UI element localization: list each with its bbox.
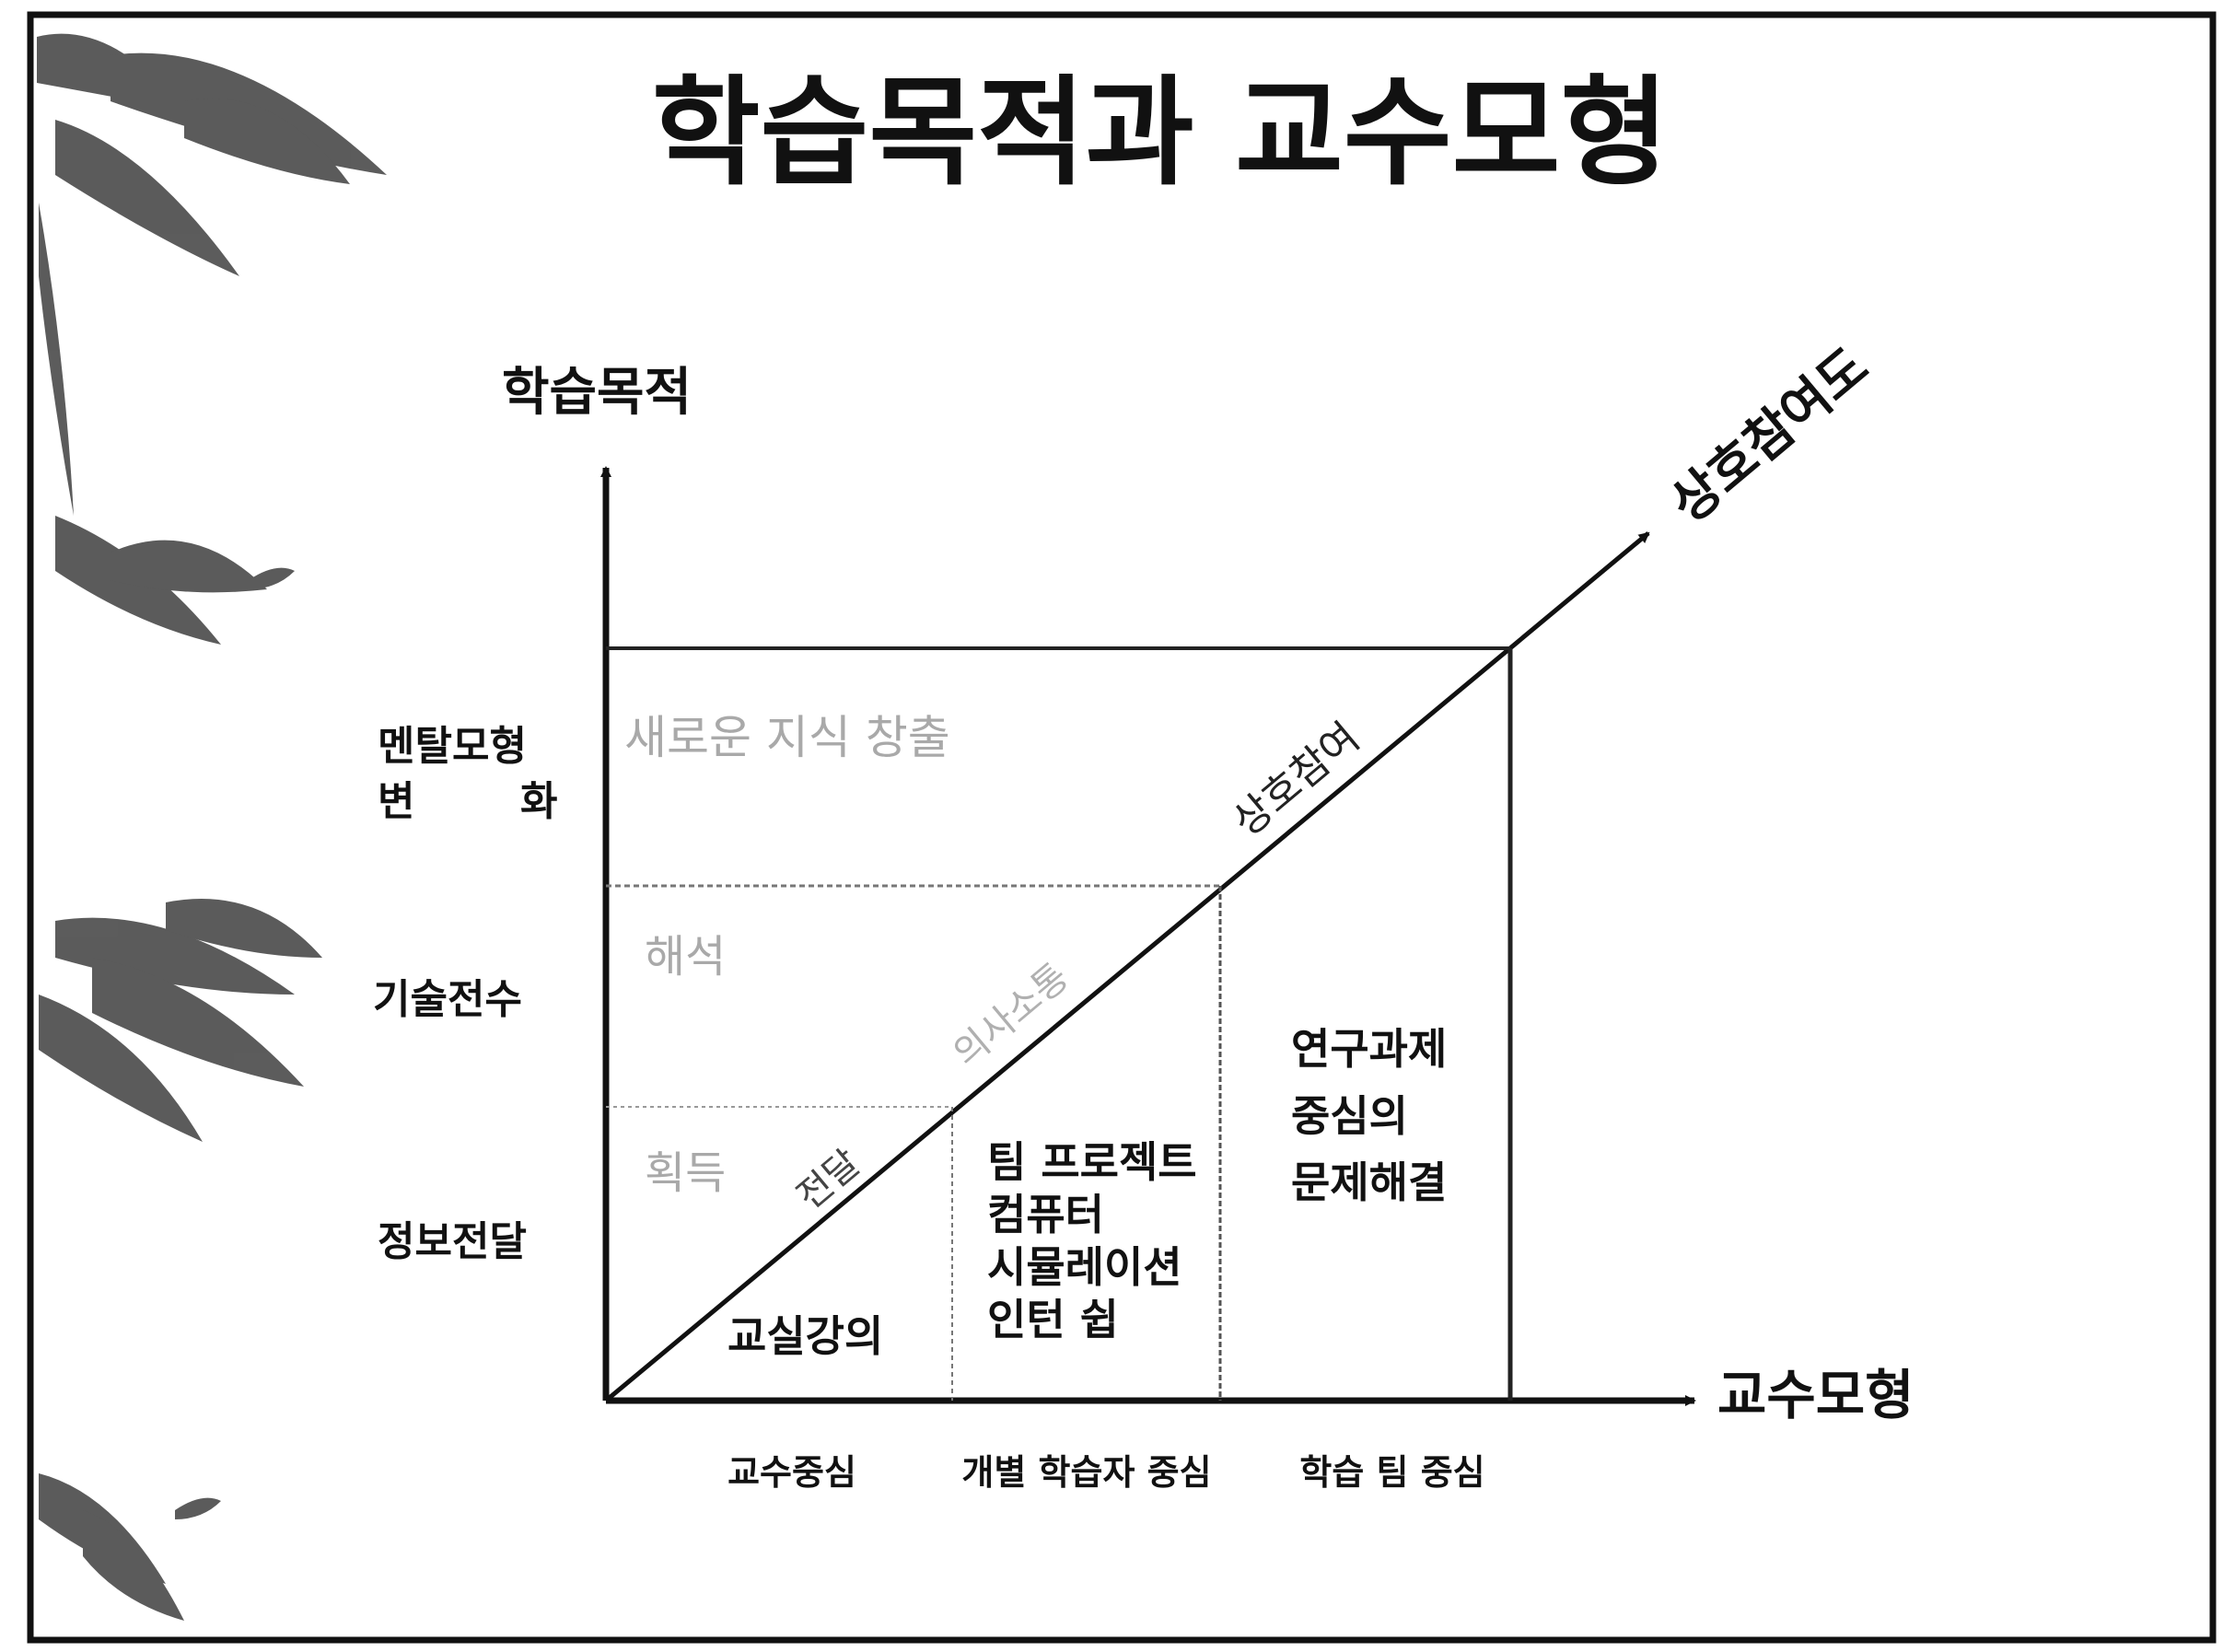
y-category-top-line2-b: 화: [520, 778, 557, 825]
model-classroom: 교실강의: [727, 1311, 883, 1361]
slide-border: [27, 11, 2217, 1644]
y-axis-label: 학습목적: [502, 363, 692, 423]
model-individual-line4: 인턴 쉽: [987, 1295, 1119, 1344]
model-individual-line3: 시뮬레이션: [987, 1242, 1182, 1292]
diagonal-axis-label: 상호참여도: [1659, 336, 1880, 534]
bamboo-leaves-icon: [37, 33, 387, 1621]
model-individual-line2: 컴퓨터: [987, 1190, 1104, 1239]
x-category-team: 학습 팀 중심: [1299, 1452, 1484, 1493]
zone-bottom-text: 획득: [645, 1147, 726, 1199]
diagonal-axis: [604, 531, 1650, 1402]
y-category-top-line2-a: 변: [378, 778, 414, 825]
x-category-individual: 개별 학습자 중심: [961, 1452, 1211, 1493]
y-category-top-line1: 멘탈모형: [378, 723, 527, 770]
zone-middle-text: 해석: [645, 931, 726, 983]
model-team-line1: 연구과제: [1291, 1024, 1447, 1074]
y-category-middle: 기술전수: [373, 976, 522, 1023]
diagonal-label-middle: 의사소통: [946, 956, 1077, 1076]
x-axis-label: 교수모형: [1717, 1364, 1914, 1426]
page-title: 학습목적과 교수모형: [652, 64, 1669, 202]
zone-top-text: 새로운 지식 창출: [624, 711, 950, 764]
model-individual-line1: 팀 프로젝트: [987, 1137, 1197, 1187]
diagonal-label-lower: 전달: [789, 1142, 868, 1218]
model-team-line3: 문제해결: [1291, 1158, 1447, 1207]
x-category-teacher: 교수중심: [727, 1452, 856, 1493]
model-team-line2: 중심의: [1291, 1091, 1408, 1141]
y-category-bottom: 정보전달: [378, 1218, 527, 1265]
